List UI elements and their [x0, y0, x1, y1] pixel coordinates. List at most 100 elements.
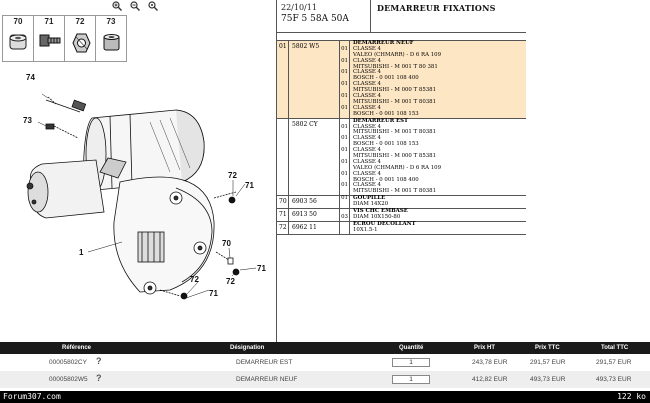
- thumbnail-part[interactable]: 71: [34, 15, 65, 62]
- help-icon[interactable]: ?: [96, 373, 102, 383]
- quantity-input[interactable]: [392, 375, 430, 384]
- nut-icon: [72, 33, 91, 53]
- sheet-line-text: BOSCH - 0 001 108 400: [353, 176, 419, 183]
- sheet-line-qty: [340, 154, 350, 160]
- col-header-total-ttc: Total TTC: [601, 345, 629, 351]
- sheet-line-qty: 01: [340, 58, 350, 65]
- sheet-line-qty: [340, 165, 350, 172]
- col-header-designation: Désignation: [230, 345, 265, 351]
- help-icon[interactable]: ?: [96, 356, 102, 366]
- sheet-line-text: CLASSE 4: [353, 69, 381, 76]
- sheet-line-qty: [340, 227, 350, 234]
- sheet-line: DIAM 14X20: [340, 201, 526, 209]
- sheet-line-text: CLASSE 4: [353, 45, 381, 52]
- sheet-line-qty: [340, 64, 350, 71]
- col-header-price-ht: Prix HT: [474, 345, 496, 351]
- group-reference: 5802 W5: [289, 41, 340, 118]
- forum-site-link[interactable]: Forum307.com: [3, 392, 61, 401]
- table-header: Référence Désignation Quantité Prix HT P…: [0, 342, 650, 354]
- sheet-line-text: DIAM 14X20: [353, 201, 389, 208]
- sheet-line-text: DIAM 10X150-80: [353, 214, 401, 221]
- sheet-spacer: [277, 33, 526, 41]
- callout-label: 71: [257, 264, 266, 273]
- sheet-line-qty: 01: [340, 183, 350, 190]
- table-row: 00005802CY ? DEMARREUR EST 243,78 EUR 29…: [0, 354, 650, 371]
- group-index: 01: [277, 41, 289, 118]
- sheet-title-box: DEMARREUR FIXATIONS: [370, 0, 526, 33]
- row-price-ht: 412,82 EUR: [472, 376, 508, 383]
- sheet-line: VIS CHC EMBASE: [340, 208, 526, 216]
- sheet-line-qty: [340, 88, 350, 95]
- sheet-line-text: ECROU DECOLLANT: [353, 220, 416, 227]
- row-total-ttc: 291,57 EUR: [596, 359, 632, 366]
- sheet-line: MITSUBISHI - M 000 T 85381: [340, 153, 526, 160]
- zoom-in-icon[interactable]: [112, 1, 122, 11]
- sheet-line-text: MITSUBISHI - M 001 T 80381: [353, 129, 437, 136]
- thumbnail-part[interactable]: 70: [3, 15, 34, 62]
- sheet-line-text: VALEO (CHMARR) - D 6 RA 109: [353, 164, 442, 171]
- sheet-line-text: CLASSE 4: [353, 170, 381, 177]
- sheet-line-qty: [340, 41, 350, 47]
- col-header-price-ttc: Prix TTC: [535, 345, 560, 351]
- sheet-date: 22/10/11: [281, 3, 317, 12]
- sheet-line-qty: [340, 202, 350, 209]
- zoom-out-icon[interactable]: [130, 1, 140, 11]
- zoom-toolbar: [112, 1, 158, 13]
- callout-label: 74: [26, 73, 35, 82]
- sheet-line-text: CLASSE 4: [353, 182, 381, 189]
- sheet-line-text: DEMARREUR NEUF: [353, 40, 414, 46]
- table-row: 00005802W5 ? DEMARREUR NEUF 412,82 EUR 4…: [0, 371, 650, 388]
- thumbnail-part[interactable]: 72: [65, 15, 96, 62]
- row-designation: DEMARREUR NEUF: [236, 376, 298, 383]
- sheet-line-text: CLASSE 4: [353, 57, 381, 64]
- group-reference: 6903 56: [289, 196, 340, 209]
- sheet-line-qty: [340, 209, 350, 216]
- zoom-reset-icon[interactable]: [148, 1, 158, 11]
- sheet-model: 75F 5 58A 50A: [281, 14, 349, 24]
- sheet-line-qty: [340, 130, 350, 137]
- group-index: 72: [277, 221, 289, 234]
- row-price-ttc: 291,57 EUR: [530, 359, 566, 366]
- sheet-line-text: BOSCH - 0 001 108 153: [353, 141, 419, 148]
- sheet-line-text: CLASSE 4: [353, 135, 381, 142]
- callout-label: 71: [245, 181, 254, 190]
- sheet-line-qty: 01: [340, 81, 350, 89]
- forum-footer-bar: Forum307.com 122 ko: [0, 391, 650, 403]
- thumbnail-part[interactable]: 73: [96, 15, 127, 62]
- sheet-line-qty: 01: [340, 124, 350, 131]
- sheet-line-text: BOSCH - 0 001 108 400: [353, 75, 419, 82]
- row-reference: 00005802W5: [49, 376, 88, 383]
- sheet-line: MITSUBISHI - M 001 T 80381: [340, 129, 526, 137]
- quantity-input[interactable]: [392, 358, 430, 367]
- sheet-line: BOSCH - 0 001 108 400: [340, 75, 526, 83]
- cart-table: Référence Désignation Quantité Prix HT P…: [0, 342, 650, 388]
- group-index: 71: [277, 209, 289, 221]
- sheet-line-qty: 01: [340, 195, 350, 203]
- callout-label: 71: [209, 289, 218, 298]
- sheet-line-qty: 01: [340, 135, 350, 143]
- sheet-line-text: MITSUBISHI - M 001 T 80381: [353, 188, 437, 195]
- thumbnail-number: 73: [106, 17, 116, 26]
- thumbnail-number: 72: [75, 17, 85, 26]
- sheet-line-text: VALEO (CHMARR) - D 6 RA 109: [353, 51, 442, 58]
- sheet-line-text: BOSCH - 0 001 108 153: [353, 110, 419, 117]
- sheet-line-text: DEMARREUR EST: [353, 117, 409, 124]
- parts-viewer: 70 71 72: [2, 0, 526, 342]
- sheet-line: 10X1.5-1: [340, 227, 526, 234]
- sheet-line: ECROU DECOLLANT: [340, 220, 526, 228]
- row-reference: 00005802CY: [49, 359, 87, 366]
- sheet-line-text: VIS CHC EMBASE: [353, 208, 408, 215]
